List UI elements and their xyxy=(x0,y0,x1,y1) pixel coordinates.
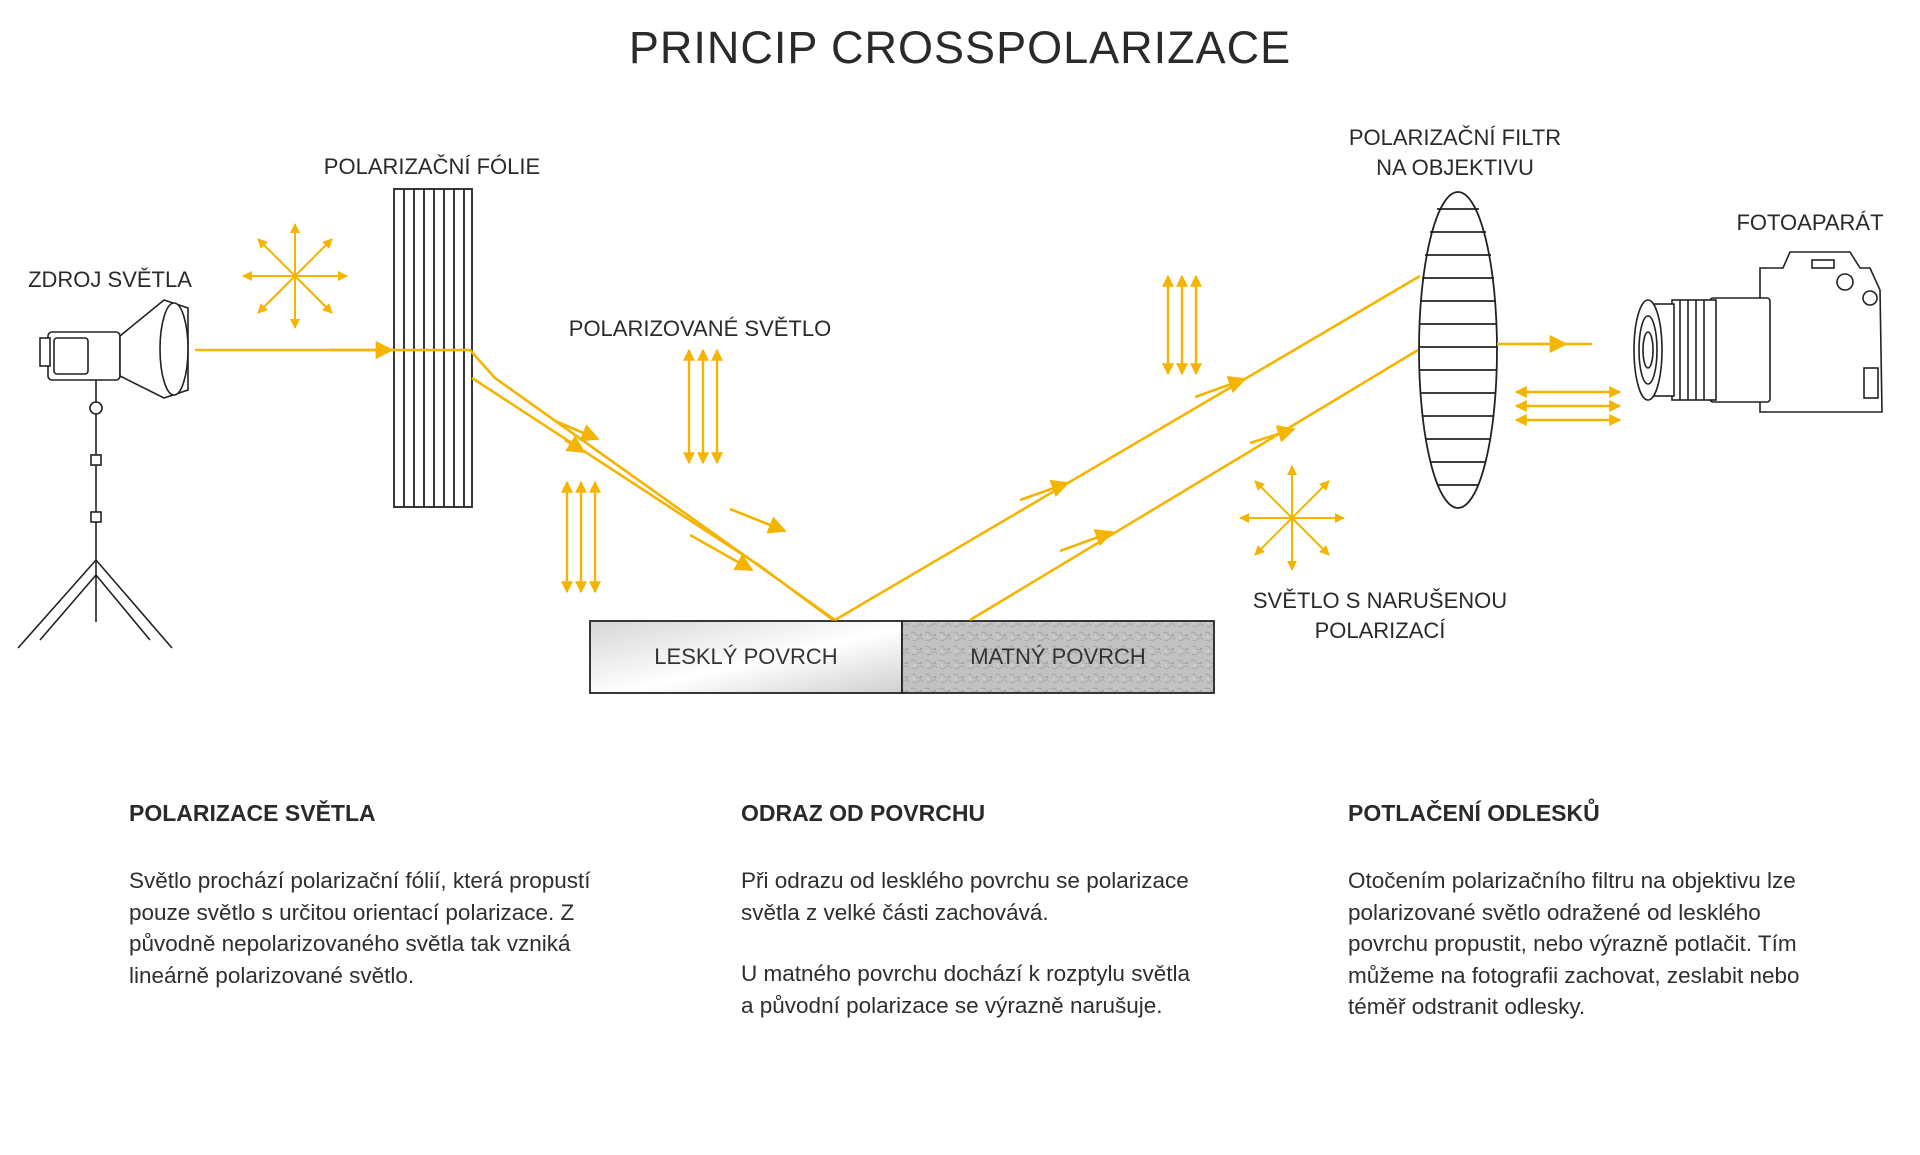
section-polarization: POLARIZACE SVĚTLA Světlo prochází polari… xyxy=(129,800,599,1021)
ray-arrowheads xyxy=(330,334,1568,572)
section-heading: ODRAZ OD POVRCHU xyxy=(741,800,986,826)
disturbed-light-star xyxy=(1239,465,1345,571)
section-paragraph: Při odrazu od lesklého povrchu se polari… xyxy=(741,868,1189,925)
label-lens-filter-line2: NA OBJEKTIVU xyxy=(1376,155,1534,180)
section-heading: POLARIZACE SVĚTLA xyxy=(129,800,376,826)
label-polarizing-foil: POLARIZAČNÍ FÓLIE xyxy=(323,154,541,179)
label-polarized-light: POLARIZOVANÉ SVĚTLO xyxy=(568,316,832,341)
label-disturbed-light-line2: POLARIZACÍ xyxy=(1314,618,1446,643)
section-paragraph: Světlo prochází polarizační fólií, která… xyxy=(129,868,591,988)
unpolarized-light-star xyxy=(242,223,348,329)
label-matte-surface: MATNÝ POVRCH xyxy=(970,644,1146,669)
light-source-icon xyxy=(17,299,189,649)
section-paragraph: Otočením polarizačního filtru na objekti… xyxy=(1348,868,1800,1019)
section-heading: POTLAČENÍ ODLESKŮ xyxy=(1348,800,1600,826)
label-light-source: ZDROJ SVĚTLA xyxy=(28,267,192,292)
matte-surface-block xyxy=(901,620,1215,694)
section-reflection: ODRAZ OD POVRCHU Při odrazu od lesklého … xyxy=(741,800,1201,1051)
polarization-arrows-2 xyxy=(561,480,601,594)
section-glare-suppression: POTLAČENÍ ODLESKŮ Otočením polarizačního… xyxy=(1348,800,1808,1053)
polarization-arrows-1 xyxy=(683,348,723,465)
label-lens-filter-line1: POLARIZAČNÍ FILTR xyxy=(1348,125,1562,150)
camera-icon xyxy=(1633,251,1883,413)
label-lens-filter: POLARIZAČNÍ FILTR NA OBJEKTIVU xyxy=(1330,123,1580,183)
label-disturbed-light-line1: SVĚTLO S NARUŠENOU xyxy=(1252,588,1508,613)
lens-filter xyxy=(1418,191,1498,509)
polarization-arrows-3 xyxy=(1162,274,1202,376)
polarizing-foil xyxy=(393,188,473,508)
section-paragraph: U matného povrchu dochází k rozptylu svě… xyxy=(741,961,1190,1018)
polarization-arrows-horizontal xyxy=(1514,386,1622,426)
glossy-surface-block xyxy=(589,620,903,694)
page-title: PRINCIP CROSSPOLARIZACE xyxy=(628,22,1292,73)
label-glossy-surface: LESKLÝ POVRCH xyxy=(654,644,838,669)
label-camera: FOTOAPARÁT xyxy=(1736,210,1884,235)
label-disturbed-light: SVĚTLO S NARUŠENOU POLARIZACÍ xyxy=(1220,586,1540,646)
